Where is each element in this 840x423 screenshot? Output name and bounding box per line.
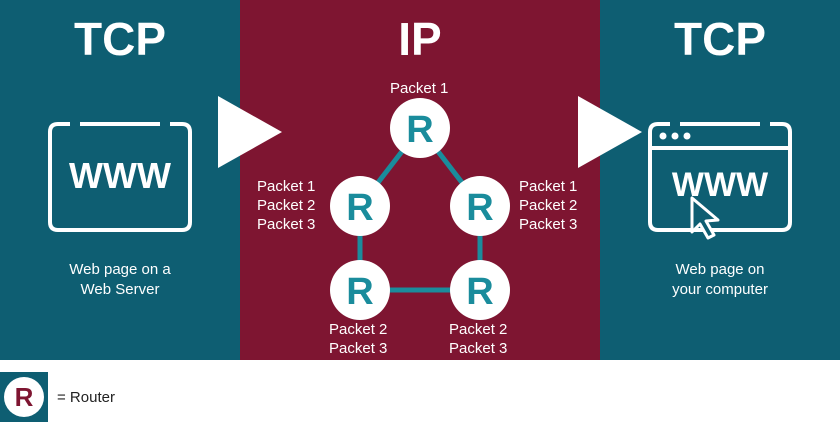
router-icon: R [390,98,450,158]
tcp-computer-panel: TCP WWW Web page on your computer [600,0,840,360]
router-network: R R R R R [330,98,510,320]
server-caption-line: Web Server [80,281,160,298]
server-www-text: WWW [69,155,171,196]
tcp-server-panel: TCP WWW Web page on a Web Server [0,0,240,360]
www-browser-window-icon: WWW [648,122,792,240]
packet-label: Packet 3 [449,340,508,357]
legend-label: = Router [57,389,115,406]
computer-caption-line: your computer [672,281,768,298]
computer-caption: Web page on your computer [600,260,840,300]
tcp-heading-right: TCP [674,13,766,65]
router-letter: R [466,271,493,313]
packet-label: Packet 1 [257,178,316,195]
router-letter: R [466,187,493,229]
router-icon: R [450,260,510,320]
packet-label-right-mid: Packet 1 Packet 2 Packet 3 [519,177,577,234]
cursor-icon [690,196,720,240]
packet-label: Packet 2 [329,321,388,338]
packet-label-bottom-left: Packet 2 Packet 3 [329,320,387,358]
router-icon: R [330,176,390,236]
ip-network-panel: IP R R R R R Packet 1 Pack [240,0,600,360]
router-letter: R [346,187,373,229]
packet-label: Packet 1 [519,178,578,195]
packet-label: Packet 2 [449,321,508,338]
packet-label: Packet 1 [390,80,449,97]
server-caption-line: Web page on a [69,261,171,278]
window-dot [671,132,679,140]
packet-label: Packet 3 [329,340,388,357]
server-caption: Web page on a Web Server [0,260,240,300]
window-dot [659,132,667,140]
packet-label: Packet 2 [257,197,316,214]
router-letter: R [346,271,373,313]
packet-label-left-mid: Packet 1 Packet 2 Packet 3 [257,177,315,234]
packet-label: Packet 3 [257,216,316,233]
www-window-icon: WWW [48,122,192,232]
packet-label-top: Packet 1 [390,79,448,98]
router-icon: R [450,176,510,236]
packet-label: Packet 2 [519,197,578,214]
window-dot [683,132,691,140]
packet-label-bottom-right: Packet 2 Packet 3 [449,320,507,358]
packet-label: Packet 3 [519,216,578,233]
legend-router-icon: R [0,372,48,422]
router-letter: R [406,109,433,151]
ip-heading: IP [398,13,442,65]
computer-www-text: WWW [672,166,769,204]
computer-caption-line: Web page on [675,261,765,278]
tcp-heading-left: TCP [74,13,166,65]
legend-letter: R [15,382,34,412]
router-icon: R [330,260,390,320]
